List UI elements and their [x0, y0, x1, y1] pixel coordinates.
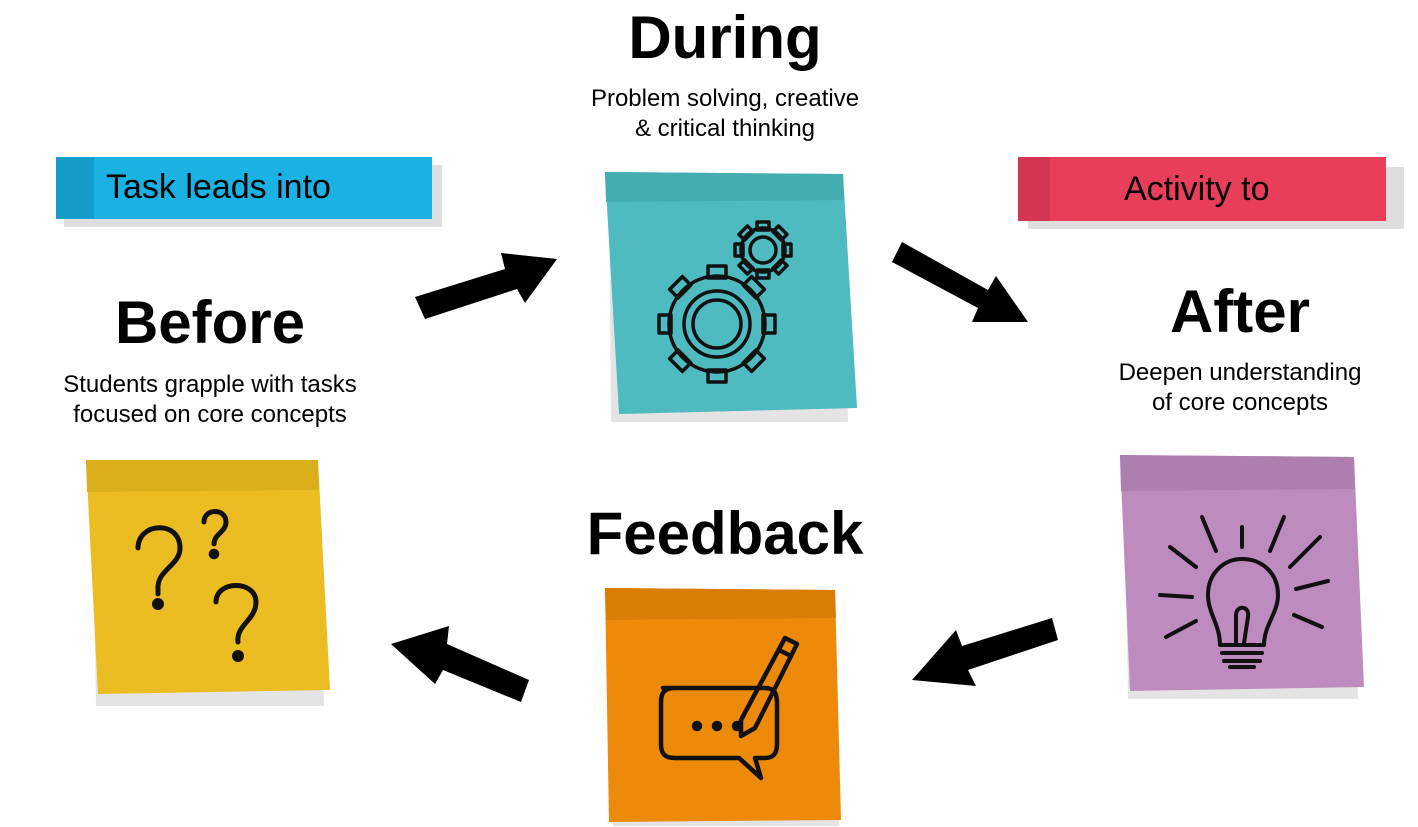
tag-label: Activity to [1124, 170, 1270, 208]
after-description-line-1: Deepen understanding [1118, 359, 1362, 386]
sticky-note-before [86, 460, 336, 710]
feedback-title: Feedback [586, 500, 864, 567]
after-description: Deepen understanding of core concepts [1060, 358, 1418, 418]
during-description-line-2: & critical thinking [634, 115, 816, 142]
during-description-line-1: Problem solving, creative [590, 85, 860, 112]
after-description-line-2: of core concepts [1151, 389, 1329, 416]
tag-task-leads-into: Task leads into [56, 155, 442, 227]
gears-icon [657, 220, 793, 384]
before-description: Students grapple with tasks focused on c… [0, 370, 420, 430]
during-title: During [628, 4, 822, 71]
sticky-note-feedback [605, 588, 850, 827]
chat-bubble-pencil-icon [658, 635, 800, 781]
before-description-line-2: focused on core concepts [73, 401, 347, 428]
during-description: Problem solving, creative & critical thi… [500, 84, 950, 144]
tag-activity-to: Activity to [1018, 155, 1406, 230]
before-title: Before [114, 289, 306, 356]
arrow-feedback-to-before-icon [391, 626, 529, 702]
arrow-after-to-feedback-icon [912, 618, 1058, 686]
tag-label: Task leads into [106, 168, 331, 206]
after-title: After [1169, 278, 1310, 345]
sticky-note-after [1120, 455, 1370, 705]
arrow-before-to-during-icon [415, 253, 557, 319]
before-description-line-1: Students grapple with tasks [63, 371, 357, 398]
lightbulb-icon [1158, 515, 1330, 669]
question-marks-icon [135, 509, 259, 662]
sticky-note-during [605, 172, 860, 427]
arrow-during-to-after-icon [892, 242, 1028, 322]
